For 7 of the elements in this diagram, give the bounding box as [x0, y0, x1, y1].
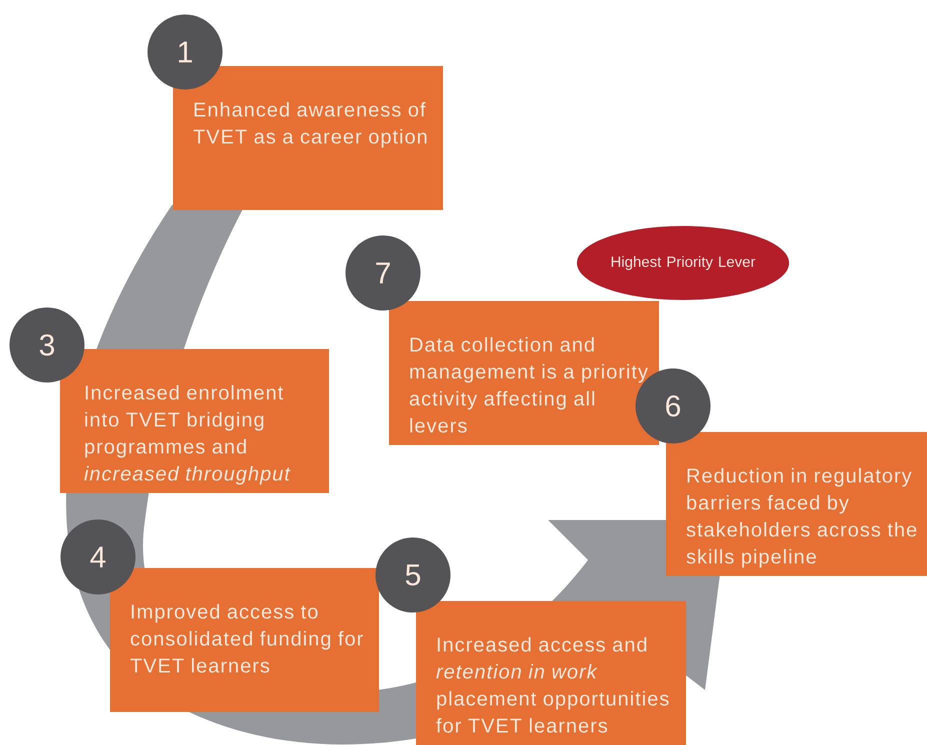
text-box: Improved access to consolidated funding for TVET learners: [110, 568, 379, 712]
text-box: Reduction in regulatory barriers faced by stakeholders across the skills pipeline: [666, 432, 927, 576]
text-box: Increased access and retention in work placement opportunities for TVET learners: [416, 601, 686, 745]
priority-oval: Highest Priority Lever: [576, 226, 790, 300]
text-box: Increased enrolment into TVET bridging programmes and increased throughput: [60, 349, 329, 493]
text-box: Enhanced awareness of TVET as a career option: [173, 66, 443, 210]
text-box: Data collection and management is a priority activity affecting all levers: [389, 301, 659, 445]
